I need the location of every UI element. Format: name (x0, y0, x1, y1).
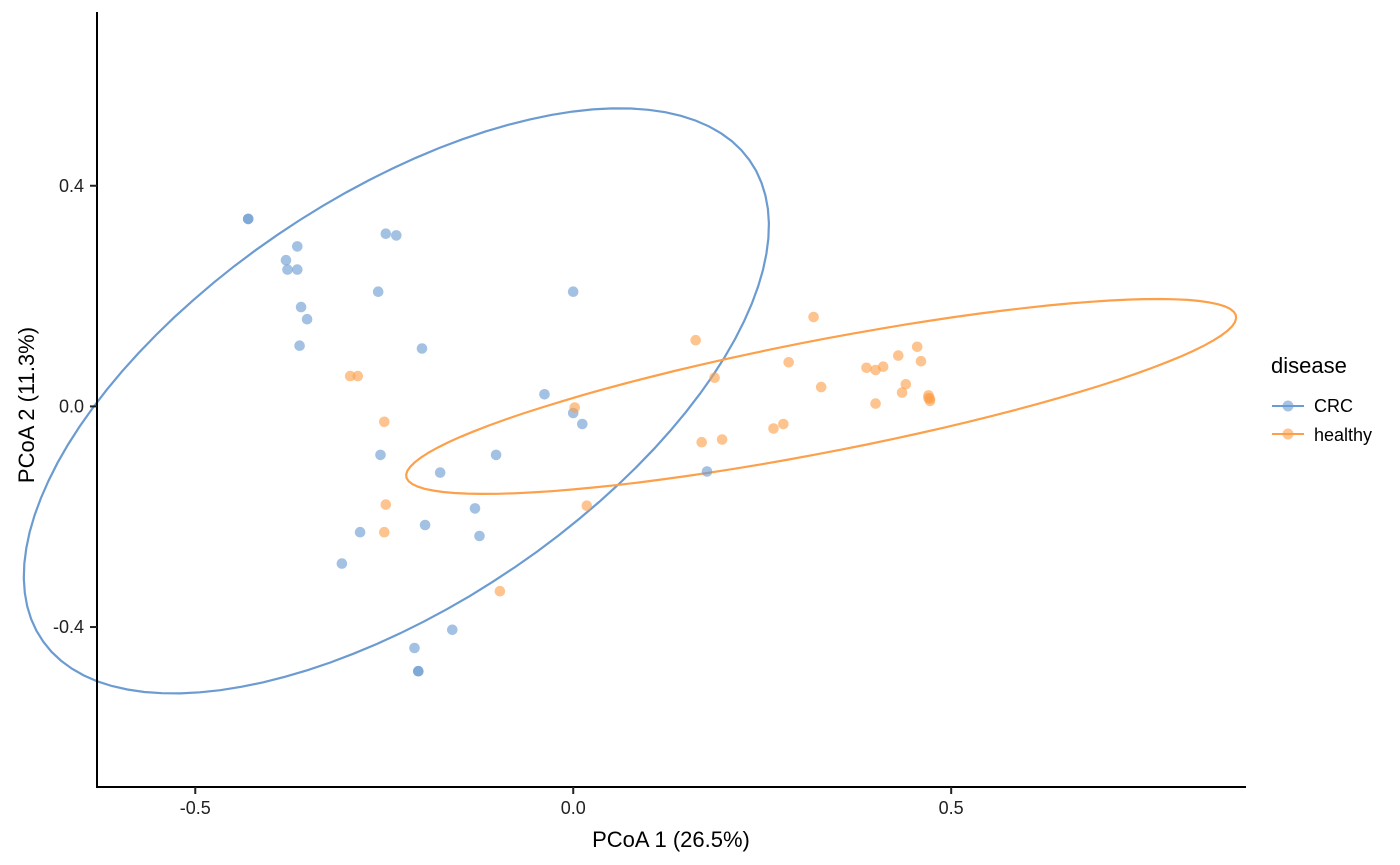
point-crc (539, 389, 550, 400)
point-healthy (379, 416, 390, 428)
point-crc (474, 530, 485, 542)
point-healthy (380, 499, 392, 510)
x-tick-label: -0.5 (180, 798, 211, 818)
point-crc (391, 230, 402, 241)
point-healthy (709, 372, 720, 384)
point-healthy (778, 418, 789, 430)
point-crc (434, 467, 446, 478)
x-axis-ticks: -0.5 0.0 0.5 (180, 787, 964, 818)
y-tick-label: 0.0 (59, 396, 84, 416)
point-crc (354, 526, 366, 538)
point-healthy (911, 341, 923, 353)
point-healthy (870, 398, 881, 409)
point-crc (294, 340, 305, 352)
point-crc (701, 466, 713, 477)
point-healthy (924, 393, 936, 405)
point-healthy (716, 434, 728, 445)
y-axis-title: PCoA 2 (11.3%) (14, 327, 39, 483)
point-crc (292, 264, 303, 275)
legend-item-crc: CRC (1272, 396, 1353, 416)
point-healthy (696, 436, 707, 448)
point-crc (469, 503, 481, 514)
point-healthy (896, 387, 908, 398)
y-axis-ticks: -0.4 0.0 0.4 (53, 176, 97, 637)
point-crc (242, 213, 254, 225)
point-healthy (768, 423, 779, 434)
legend-item-healthy: healthy (1272, 425, 1372, 445)
ellipse-healthy (405, 297, 1238, 496)
point-healthy (690, 334, 701, 346)
point-healthy (581, 500, 593, 512)
point-crc (380, 228, 392, 239)
point-crc (295, 301, 307, 313)
point-healthy (808, 311, 819, 323)
point-healthy (915, 355, 927, 367)
point-crc (372, 286, 384, 298)
point-crc (375, 449, 386, 461)
point-healthy (893, 350, 904, 361)
legend-key-point-crc (1282, 400, 1294, 412)
point-crc (567, 286, 579, 298)
point-healthy (815, 381, 827, 393)
point-crc (413, 665, 424, 677)
point-crc (447, 624, 458, 636)
confidence-ellipses (22, 107, 1238, 695)
data-points (242, 213, 936, 677)
legend: disease CRC healthy (1271, 353, 1372, 445)
point-crc (490, 449, 502, 461)
point-crc (280, 254, 292, 266)
point-healthy (344, 370, 356, 382)
point-healthy (861, 362, 872, 374)
point-crc (292, 241, 303, 252)
point-crc (416, 343, 428, 354)
legend-label-crc: CRC (1314, 396, 1353, 416)
ellipse-crc (22, 107, 771, 695)
point-healthy (352, 370, 364, 382)
x-tick-label: 0.5 (939, 798, 964, 818)
point-crc (409, 642, 420, 654)
point-healthy (379, 526, 390, 538)
y-tick-label: 0.4 (59, 176, 84, 196)
point-crc (419, 519, 431, 531)
point-crc (301, 313, 313, 325)
point-healthy (900, 379, 912, 390)
point-healthy (494, 585, 506, 597)
y-tick-label: -0.4 (53, 617, 84, 637)
point-crc (336, 558, 348, 569)
x-tick-label: 0.0 (561, 798, 586, 818)
point-crc (282, 264, 293, 275)
point-healthy (569, 402, 580, 413)
legend-title: disease (1271, 353, 1347, 378)
point-healthy (783, 357, 794, 368)
legend-key-point-healthy (1282, 428, 1294, 440)
x-axis-title: PCoA 1 (26.5%) (592, 827, 750, 852)
legend-label-healthy: healthy (1314, 425, 1372, 445)
point-healthy (877, 361, 889, 373)
point-crc (577, 418, 588, 430)
